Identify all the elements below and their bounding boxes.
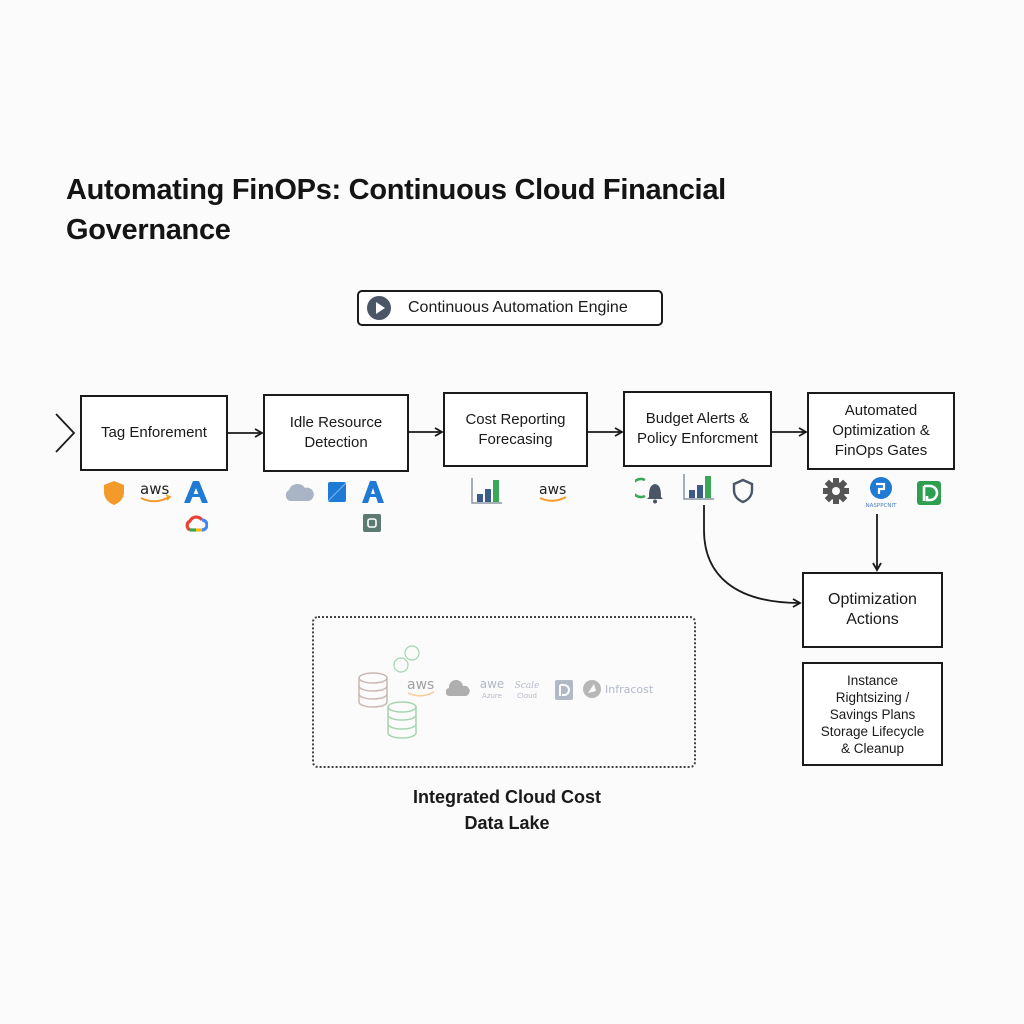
azure-logo	[184, 481, 208, 503]
play-circle-icon	[367, 296, 391, 320]
entry-chevron	[55, 413, 76, 453]
database-stack-icon	[358, 645, 420, 739]
stage-tag-enforcement: Tag Enforement	[80, 395, 228, 471]
actions-detail-label: Instance Rightsizing / Savings Plans Sto…	[820, 672, 925, 756]
engine-label: Continuous Automation Engine	[408, 299, 628, 316]
stage-automated-optimization-gates: Automated Optimization & FinOps Gates	[807, 392, 955, 470]
stage-label: Budget Alerts & Policy Enforcment	[637, 410, 758, 447]
stage-label: Tag Enforement	[101, 424, 207, 441]
data-lake-container	[312, 616, 696, 768]
svg-text:Infracost: Infracost	[605, 683, 654, 696]
aws-logo: aws	[140, 480, 172, 503]
data-lake-label: Integrated Cloud Cost Data Lake	[413, 787, 601, 833]
lake-source-d-logo	[555, 680, 573, 700]
svg-text:aws: aws	[140, 480, 169, 498]
stage-budget-alerts-policy: Budget Alerts & Policy Enforcment	[623, 391, 772, 467]
svg-text:aws: aws	[539, 482, 566, 498]
lake-source-scale-cloud: Scale Cloud	[515, 681, 540, 700]
optimization-actions-box: Optimization Actions	[802, 572, 943, 648]
svg-text:awe: awe	[480, 677, 505, 691]
chip-icon	[363, 514, 381, 532]
diagram-title: Automating FinOPs: Continuous Cloud Fina…	[66, 170, 786, 250]
continuous-automation-engine: Continuous Automation Engine	[357, 290, 663, 326]
curved-arrow-to-actions	[703, 505, 802, 608]
lake-source-gray-cloud	[446, 680, 470, 697]
title-line-2: Governance	[66, 214, 231, 246]
bar-chart-icon	[683, 474, 714, 500]
svg-text:aws: aws	[407, 677, 434, 693]
stage-label: Idle Resource Detection	[289, 414, 383, 451]
blue-square-icon	[327, 482, 347, 502]
blue-circle-logo: NASPPCNIT	[866, 477, 898, 509]
stage-cost-reporting-forecasing: Cost Reporting Forecasing	[443, 392, 588, 467]
svg-text:Cloud: Cloud	[517, 692, 537, 700]
stage-idle-resource-detection: Idle Resource Detection	[263, 394, 409, 472]
gear-icon	[823, 478, 849, 504]
stage-label: Automated Optimization & FinOps Gates	[832, 402, 930, 459]
title-line-1: Automating FinOPs: Continuous Cloud Fina…	[66, 174, 726, 206]
shield-outline-icon	[732, 478, 754, 504]
cloud-icon	[285, 483, 314, 501]
svg-text:NASPPCNIT: NASPPCNIT	[866, 503, 898, 509]
lake-source-awe-azure: awe Azure	[480, 677, 505, 700]
aws-logo: aws	[539, 482, 567, 502]
lake-source-aws: aws	[407, 677, 435, 697]
stage-label: Cost Reporting Forecasing	[465, 410, 566, 448]
shield-icon	[104, 481, 124, 505]
optimization-actions-label: Optimization Actions	[828, 591, 917, 628]
bar-chart-icon	[471, 478, 502, 504]
green-d-logo	[917, 481, 941, 505]
google-cloud-logo	[185, 515, 208, 532]
svg-text:Azure: Azure	[482, 692, 502, 700]
refresh-bell-icon	[635, 477, 663, 504]
lake-source-infracost: Infracost	[583, 680, 654, 698]
svg-text:Scale: Scale	[515, 681, 540, 691]
azure-logo	[362, 481, 384, 503]
actions-detail-box: Instance Rightsizing / Savings Plans Sto…	[802, 662, 943, 766]
